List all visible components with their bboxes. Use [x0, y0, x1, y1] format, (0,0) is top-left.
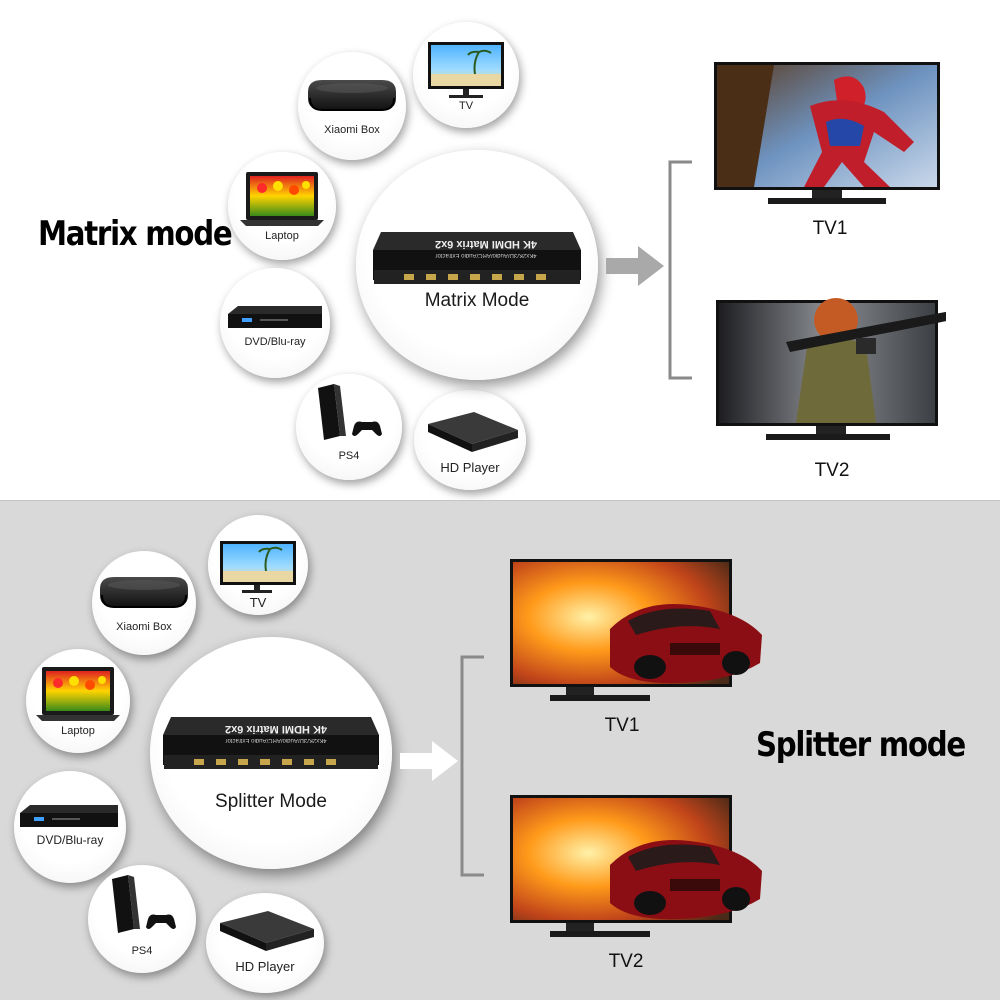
ps4-label: PS4	[338, 450, 360, 462]
hd-player-icon	[428, 412, 518, 452]
splitter-hub-label: Splitter Mode	[215, 791, 327, 812]
ps4-device: PS4	[88, 865, 196, 973]
output-bracket	[668, 160, 692, 380]
tv2-car-screen	[510, 795, 762, 937]
hd-player-icon	[220, 911, 314, 951]
right-arrow-icon	[606, 246, 664, 286]
laptop-icon	[240, 172, 324, 226]
dvd-player-icon	[228, 306, 322, 328]
tv1-car-screen	[510, 559, 762, 701]
tv2-label: TV2	[814, 460, 850, 481]
tv-source-label: TV	[249, 595, 267, 610]
tv1-label: TV1	[812, 218, 848, 239]
ps4-icon	[318, 384, 382, 440]
hd-player-label: HD Player	[440, 460, 500, 475]
ps4-icon	[112, 875, 176, 933]
splitter-switch-hub: 4K HDMI Matrix 6x2 4Kx2K/3D/Audio/ARC/Au…	[150, 637, 392, 869]
laptop-label: Laptop	[265, 230, 299, 242]
tv1-label: TV1	[604, 715, 640, 736]
dvd-player-icon	[20, 805, 118, 827]
dvd-player-device: DVD/Blu-ray	[220, 268, 330, 378]
xiaomi-box-icon	[100, 577, 188, 608]
xiaomi-box-icon	[308, 80, 396, 111]
dvd-player-label: DVD/Blu-ray	[36, 833, 104, 847]
laptop-device: Laptop	[26, 649, 130, 753]
tv-source-device: TV	[208, 515, 308, 615]
hd-player-device: HD Player	[206, 893, 324, 993]
laptop-device: Laptop	[228, 152, 336, 260]
laptop-label: Laptop	[61, 725, 95, 737]
tv-icon	[428, 42, 504, 98]
splitter-mode-title: Splitter mode	[756, 725, 966, 765]
tv2-label: TV2	[608, 951, 644, 972]
tv1-spiderman-screen	[714, 62, 940, 204]
switch-subtext: 4Kx2K/3D/Audio/ARC/Audio Extractor	[225, 737, 327, 743]
tv-icon	[220, 541, 296, 593]
xiaomi-box-device: Xiaomi Box	[92, 551, 196, 655]
xiaomi-box-device: Xiaomi Box	[298, 52, 406, 160]
ps4-label: PS4	[131, 945, 153, 957]
tv2-game-screen	[716, 298, 946, 440]
ps4-device: PS4	[296, 374, 402, 480]
output-bracket	[460, 655, 484, 877]
switch-model-text: 4K HDMI Matrix 6x2	[434, 238, 538, 250]
hdmi-matrix-switch-icon	[163, 717, 379, 769]
switch-subtext: 4Kx2K/3D/Audio/ARC/Audio Extractor	[435, 252, 537, 258]
hdmi-matrix-switch-icon	[373, 232, 581, 284]
xiaomi-box-label: Xiaomi Box	[116, 621, 172, 633]
matrix-hub-label: Matrix Mode	[424, 290, 530, 311]
dvd-player-device: DVD/Blu-ray	[14, 771, 126, 883]
tv-source-device: TV	[413, 22, 519, 128]
right-arrow-icon	[400, 741, 458, 781]
xiaomi-box-label: Xiaomi Box	[324, 124, 380, 136]
dvd-player-label: DVD/Blu-ray	[244, 336, 306, 348]
hd-player-device: HD Player	[414, 390, 526, 490]
hd-player-label: HD Player	[235, 959, 295, 974]
laptop-icon	[36, 667, 120, 721]
matrix-mode-title: Matrix mode	[38, 214, 233, 254]
matrix-mode-panel: Matrix mode TV Xiaomi Box Laptop	[38, 22, 946, 490]
tv-source-label: TV	[458, 100, 474, 112]
splitter-mode-panel: Splitter mode TV Xiaomi Box Lapto	[0, 500, 1000, 1000]
switch-model-text: 4K HDMI Matrix 6x2	[224, 723, 328, 735]
matrix-switch-hub: 4K HDMI Matrix 6x2 4Kx2K/3D/Audio/ARC/Au…	[356, 150, 598, 380]
